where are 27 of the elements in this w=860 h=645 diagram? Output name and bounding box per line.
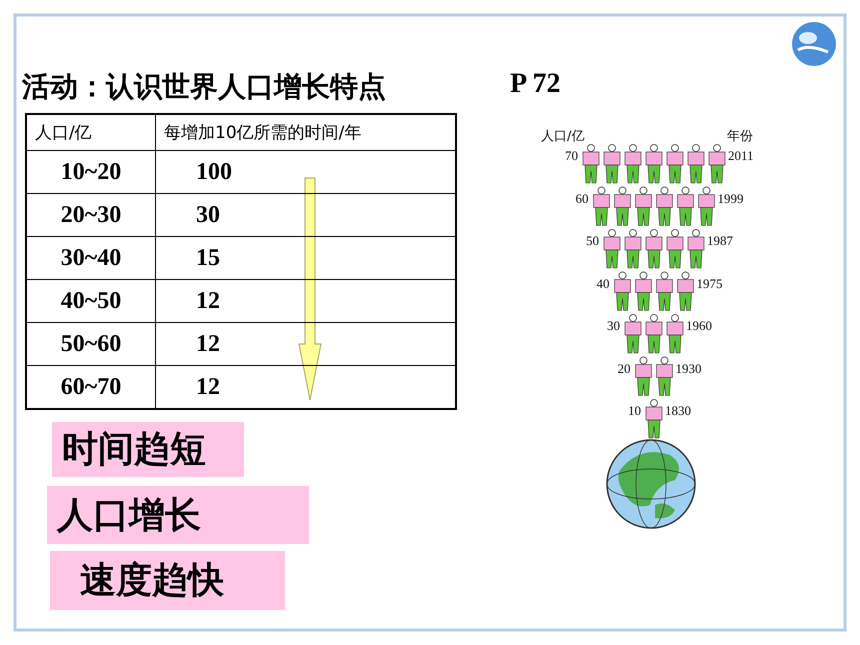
table-cell: 20~30 [26,194,156,236]
year-label: 1960 [686,318,712,334]
header-cell: 人口/亿 [26,114,156,150]
slide-title: 活动：认识世界人口增长特点 [22,69,386,105]
axis-label: 年份 [727,128,753,145]
table-cell: 10~20 [26,150,156,194]
year-label: 1975 [696,276,722,292]
year-label: 1930 [676,360,702,376]
population-value: 50 [586,233,599,249]
table-cell: 40~50 [26,280,156,322]
year-label: 1999 [718,190,744,206]
text-box: 时间趋短 [52,422,244,477]
text-box: 人口增长 [47,486,309,544]
text-box: 速度趋快 [50,551,285,610]
axis-label: 人口/亿 [541,128,584,145]
population-value: 20 [618,360,630,376]
year-label: 1987 [707,233,733,249]
population-value: 10 [628,403,641,419]
year-label: 2011 [728,148,754,164]
page-reference: P 72 [510,68,561,100]
population-value: 30 [607,318,620,334]
population-value: 60 [576,190,588,206]
table-cell: 50~60 [26,322,156,366]
population-value: 70 [565,148,578,164]
table-cell: 30~40 [26,236,156,280]
year-label: 1830 [665,403,691,419]
population-value: 40 [596,276,610,292]
